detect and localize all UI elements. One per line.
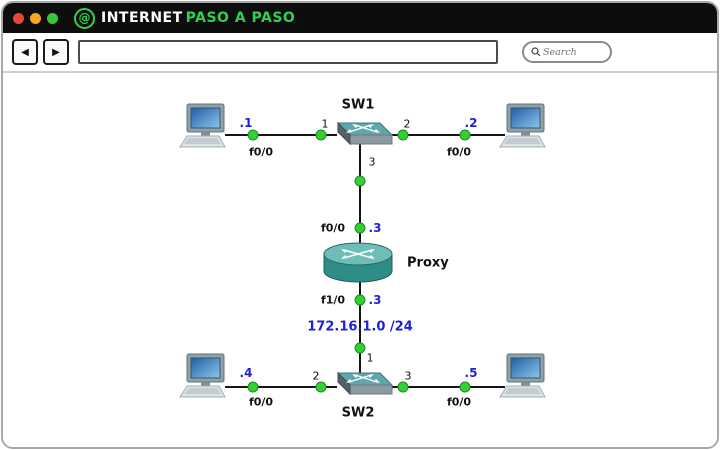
maximize-window-icon[interactable] (47, 12, 58, 24)
sw2-port2-label: 2 (312, 369, 320, 383)
proxy-down-ip-label: .3 (368, 293, 382, 307)
node-pc1[interactable] (175, 103, 231, 159)
status-dot (354, 294, 366, 306)
status-dot (397, 381, 409, 393)
logo-at-icon: @ (74, 7, 95, 29)
node-pc5[interactable] (495, 353, 551, 409)
pc4-interface-label: f0/0 (248, 395, 274, 409)
minimize-window-icon[interactable] (30, 12, 41, 24)
brand-text-white: INTERNET (101, 10, 183, 26)
sw2-port1-label: 1 (366, 351, 374, 365)
topology-canvas: SW1 SW2 Proxy 1 2 3 1 2 3 f0/0 f0/0 f0/0… (3, 73, 717, 447)
node-pc2[interactable] (495, 103, 551, 159)
sw1-port2-label: 2 (403, 117, 411, 131)
link-pc4-sw2 (225, 386, 337, 388)
pc-icon (179, 103, 226, 148)
status-dot (354, 222, 366, 234)
back-icon: ◀ (21, 46, 29, 58)
link-pc1-sw1 (225, 134, 337, 136)
close-window-icon[interactable] (13, 12, 24, 24)
search-box[interactable] (522, 41, 612, 63)
title-bar: @ INTERNET PASO A PASO (3, 3, 717, 33)
pc1-ip-label: .1 (239, 116, 253, 130)
search-icon (531, 47, 541, 57)
router-icon (323, 242, 393, 283)
node-pc4[interactable] (175, 353, 231, 409)
pc2-interface-label: f0/0 (446, 145, 472, 159)
link-sw2-pc5 (389, 386, 505, 388)
browser-toolbar: ◀ ▶ (3, 33, 717, 73)
status-dot (459, 381, 471, 393)
pc-icon (499, 103, 546, 148)
sw2-label: SW2 (341, 405, 375, 421)
status-dot (354, 342, 366, 354)
proxy-up-ip-label: .3 (368, 221, 382, 235)
site-logo: @ INTERNET PASO A PASO (74, 7, 296, 29)
address-bar-input[interactable] (78, 40, 498, 64)
subnet-label: 172.16.1.0 /24 (307, 319, 413, 335)
forward-button[interactable]: ▶ (43, 39, 69, 65)
pc2-ip-label: .2 (464, 116, 478, 130)
status-dot (315, 129, 327, 141)
pc5-ip-label: .5 (464, 366, 478, 380)
forward-icon: ▶ (52, 46, 60, 58)
node-sw2[interactable] (322, 370, 394, 400)
pc1-interface-label: f0/0 (248, 145, 274, 159)
proxy-label: Proxy (407, 255, 449, 271)
node-proxy[interactable] (320, 240, 396, 286)
status-dot (315, 381, 327, 393)
proxy-up-interface-label: f0/0 (320, 221, 346, 235)
brand-text-green: PASO A PASO (185, 10, 296, 26)
status-dot (247, 381, 259, 393)
status-dot (354, 175, 366, 187)
status-dot (397, 129, 409, 141)
pc-icon (499, 353, 546, 398)
link-sw1-pc2 (389, 134, 505, 136)
pc-icon (179, 353, 226, 398)
status-dot (247, 129, 259, 141)
sw1-port3-label: 3 (368, 155, 376, 169)
back-button[interactable]: ◀ (12, 39, 38, 65)
switch-icon (336, 371, 394, 396)
status-dot (459, 129, 471, 141)
sw1-port1-label: 1 (321, 117, 329, 131)
sw1-label: SW1 (341, 97, 375, 113)
sw2-port3-label: 3 (404, 369, 412, 383)
node-sw1[interactable] (322, 120, 394, 150)
pc4-ip-label: .4 (239, 366, 253, 380)
switch-icon (336, 121, 394, 146)
proxy-down-interface-label: f1/0 (320, 293, 346, 307)
pc5-interface-label: f0/0 (446, 395, 472, 409)
search-input[interactable] (541, 45, 597, 59)
